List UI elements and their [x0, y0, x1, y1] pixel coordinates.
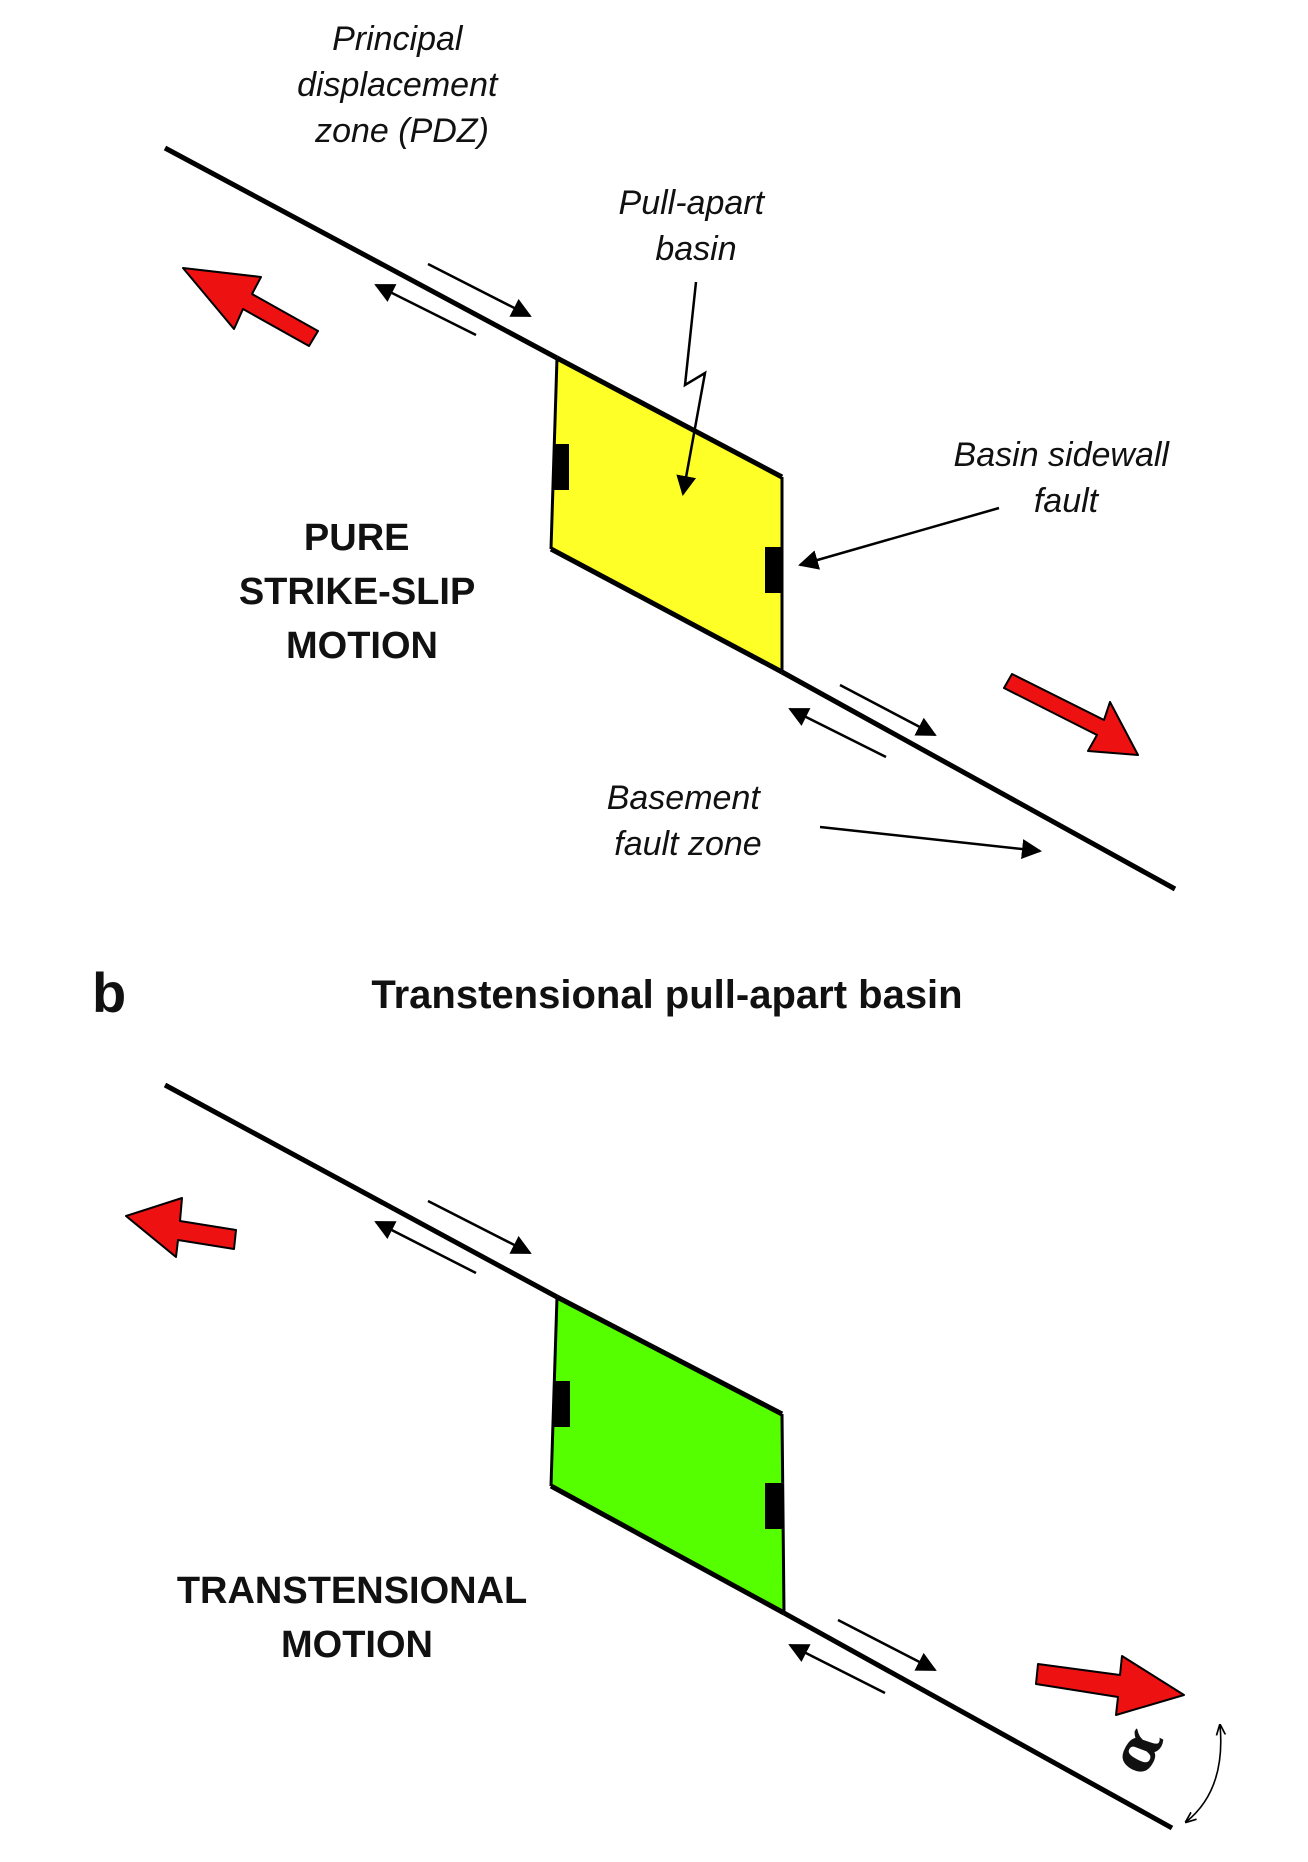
sidewall-label-line-1: Basin sidewall: [954, 436, 1171, 474]
motion-b-label-line-2: MOTION: [281, 1624, 433, 1666]
pdz-fault-lower: [780, 669, 1177, 892]
pdz-fault-upper: [163, 145, 559, 361]
basement-pointer-arrow: [819, 825, 1042, 859]
pdz-label-line-2: displacement: [297, 66, 499, 104]
motion-label-line-3: MOTION: [286, 625, 438, 667]
shear-arrow-b-upper-right: [427, 1199, 532, 1255]
sidewall-b-tick-left: [554, 1381, 570, 1427]
plate-motion-arrow-right-a: [1003, 673, 1139, 756]
pdz-label: Principal displacement zone (PDZ): [297, 20, 507, 150]
shear-arrow-upper-left: [374, 283, 477, 337]
basement-label-line-2: fault zone: [614, 825, 761, 863]
transtensional-motion-label: TRANSTENSIONAL MOTION: [177, 1570, 537, 1666]
basement-fault-label: Basement fault zone: [607, 779, 770, 863]
basin-bottom-edge: [549, 546, 784, 675]
pull-apart-label-line-1: Pull-apart: [619, 184, 766, 222]
pull-apart-basin-label: Pull-apart basin: [619, 184, 774, 268]
shear-arrow-lower-left: [788, 707, 887, 759]
shear-arrow-b-lower-right: [837, 1618, 937, 1672]
pull-apart-pointer-arrow: [676, 281, 707, 496]
angle-arc-arrow: [1186, 1725, 1221, 1822]
sidewall-tick-right: [765, 547, 781, 593]
sidewall-fault-label: Basin sidewall fault: [954, 436, 1179, 520]
sidewall-label-line-2: fault: [1034, 482, 1100, 520]
plate-motion-arrow-left-b: [125, 1197, 237, 1258]
pdz-fault-upper-b: [163, 1082, 559, 1300]
panel-b-title: Transtensional pull-apart basin: [371, 973, 962, 1017]
pull-apart-basin-yellow: [551, 358, 782, 672]
panel-letter-b: b: [92, 961, 126, 1024]
shear-arrow-b-lower-left: [788, 1643, 886, 1695]
sidewall-pointer-arrow: [798, 506, 1000, 570]
shear-arrow-lower-right: [839, 683, 937, 737]
motion-label-line-1: PURE: [304, 517, 410, 559]
basement-label-line-1: Basement: [607, 779, 762, 817]
plate-motion-arrow-left-a: [182, 267, 319, 347]
basin-top-edge: [555, 355, 784, 480]
panel-a: Principal displacement zone (PDZ) Pull-a…: [163, 20, 1179, 892]
plate-motion-arrow-right-b: [1035, 1655, 1185, 1716]
pdz-fault-lower-b: [782, 1610, 1174, 1831]
pdz-label-line-1: Principal: [332, 20, 464, 58]
sidewall-tick-left: [554, 444, 569, 490]
pdz-label-line-3: zone (PDZ): [314, 112, 489, 150]
panel-b: b Transtensional pull-apart basin TRANST…: [92, 961, 1221, 1831]
pure-strike-slip-label: PURE STRIKE-SLIP MOTION: [239, 517, 485, 667]
pull-apart-label-line-2: basin: [655, 230, 736, 268]
shear-arrow-upper-right: [427, 262, 532, 318]
pull-apart-basin-green: [551, 1297, 784, 1613]
shear-arrow-b-upper-left: [374, 1220, 477, 1275]
basin-b-top-edge: [555, 1294, 784, 1417]
basin-b-right-sidewall: [780, 1413, 786, 1614]
alpha-angle-symbol: α: [1096, 1714, 1177, 1785]
basin-b-bottom-edge: [549, 1483, 786, 1616]
sidewall-b-tick-right: [765, 1483, 782, 1529]
motion-label-line-2: STRIKE-SLIP: [239, 571, 475, 613]
motion-b-label-line-1: TRANSTENSIONAL: [177, 1570, 527, 1612]
